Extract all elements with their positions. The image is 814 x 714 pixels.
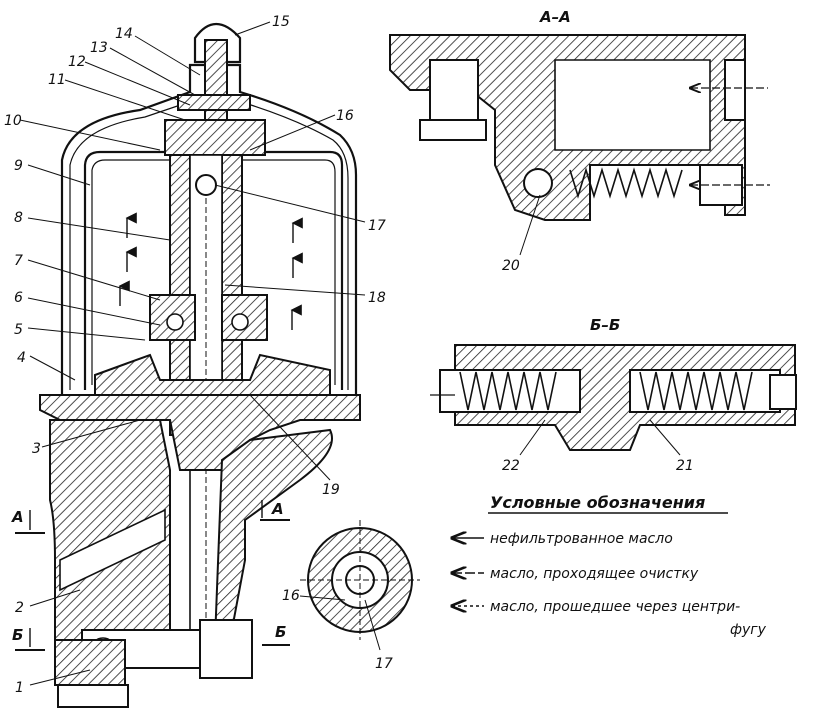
aa-bolt [429, 59, 479, 131]
bb-spring-left [459, 371, 557, 411]
section-bb-title: Б–Б [590, 316, 620, 334]
part-labels: 1 2 3 4 5 6 7 8 9 10 11 12 13 14 15 16 1… [4, 14, 694, 696]
label-1: 1 [15, 680, 24, 696]
legend-title: Условные обозначения [490, 493, 705, 512]
label-14: 14 [115, 26, 133, 42]
label-20: 20 [502, 258, 520, 274]
label-17-detail: 17 [375, 656, 393, 672]
nozzle-left [166, 313, 184, 331]
bb-spring-right [639, 371, 753, 411]
base-pad [57, 684, 129, 708]
oil-channel-2 [59, 508, 166, 592]
label-9: 9 [14, 158, 23, 174]
section-a-left: А [11, 508, 24, 526]
aa-plug-right [724, 59, 746, 121]
bottom-nut [199, 619, 253, 679]
label-2: 2 [15, 600, 24, 616]
label-22: 22 [502, 458, 520, 474]
body-lower [49, 419, 171, 641]
legend-item-unfiltered: нефильтрованное масло [490, 531, 673, 547]
aa-bolt-head [419, 119, 487, 141]
body-lower-right [213, 428, 333, 641]
section-b-right: Б [275, 623, 286, 641]
label-16-detail: 16 [282, 588, 300, 604]
leader-lines [19, 21, 681, 686]
label-16: 16 [336, 108, 354, 124]
base-foot [54, 639, 126, 686]
top-cap-15 [193, 22, 242, 64]
spindle-top [204, 39, 228, 131]
label-7: 7 [14, 253, 23, 269]
aa-cavity [554, 59, 711, 151]
nut-12 [177, 94, 251, 111]
aa-valve-ball [523, 168, 553, 198]
detail-cross-section [300, 520, 420, 640]
legend-item-centrifuged-cont: фугу [730, 622, 767, 638]
label-10: 10 [4, 113, 22, 129]
label-19: 19 [322, 482, 340, 498]
label-13: 13 [90, 40, 108, 56]
main-section-view [15, 22, 361, 708]
label-12: 12 [68, 54, 86, 70]
legend: Условные обозначения нефильтрованное мас… [452, 493, 767, 638]
nut-10 [164, 119, 266, 156]
label-11: 11 [48, 72, 66, 88]
flow-arrows [118, 212, 303, 330]
legend-item-centrifuged: масло, прошедшее через центри- [490, 599, 740, 615]
label-6: 6 [14, 290, 23, 306]
section-bb-view [430, 344, 797, 451]
legend-item-cleaning: масло, проходящее очистку [490, 566, 699, 582]
label-5: 5 [14, 322, 23, 338]
nozzle-right [231, 313, 249, 331]
label-3: 3 [32, 441, 41, 457]
section-b-left: Б [12, 626, 23, 644]
aa-spring [569, 167, 683, 199]
ball-valve-17 [195, 174, 217, 196]
cap-inner [69, 99, 349, 390]
label-8: 8 [14, 210, 23, 226]
section-markers [15, 500, 290, 651]
section-aa-title: А–А [539, 8, 571, 26]
label-21: 21 [676, 458, 694, 474]
section-a-right: А [271, 500, 284, 518]
bb-plug-right [769, 374, 797, 410]
label-17: 17 [368, 218, 386, 234]
label-18: 18 [368, 290, 386, 306]
label-15: 15 [272, 14, 290, 30]
label-4: 4 [17, 350, 26, 366]
cap-outline [60, 63, 358, 395]
section-aa-view [389, 34, 770, 221]
